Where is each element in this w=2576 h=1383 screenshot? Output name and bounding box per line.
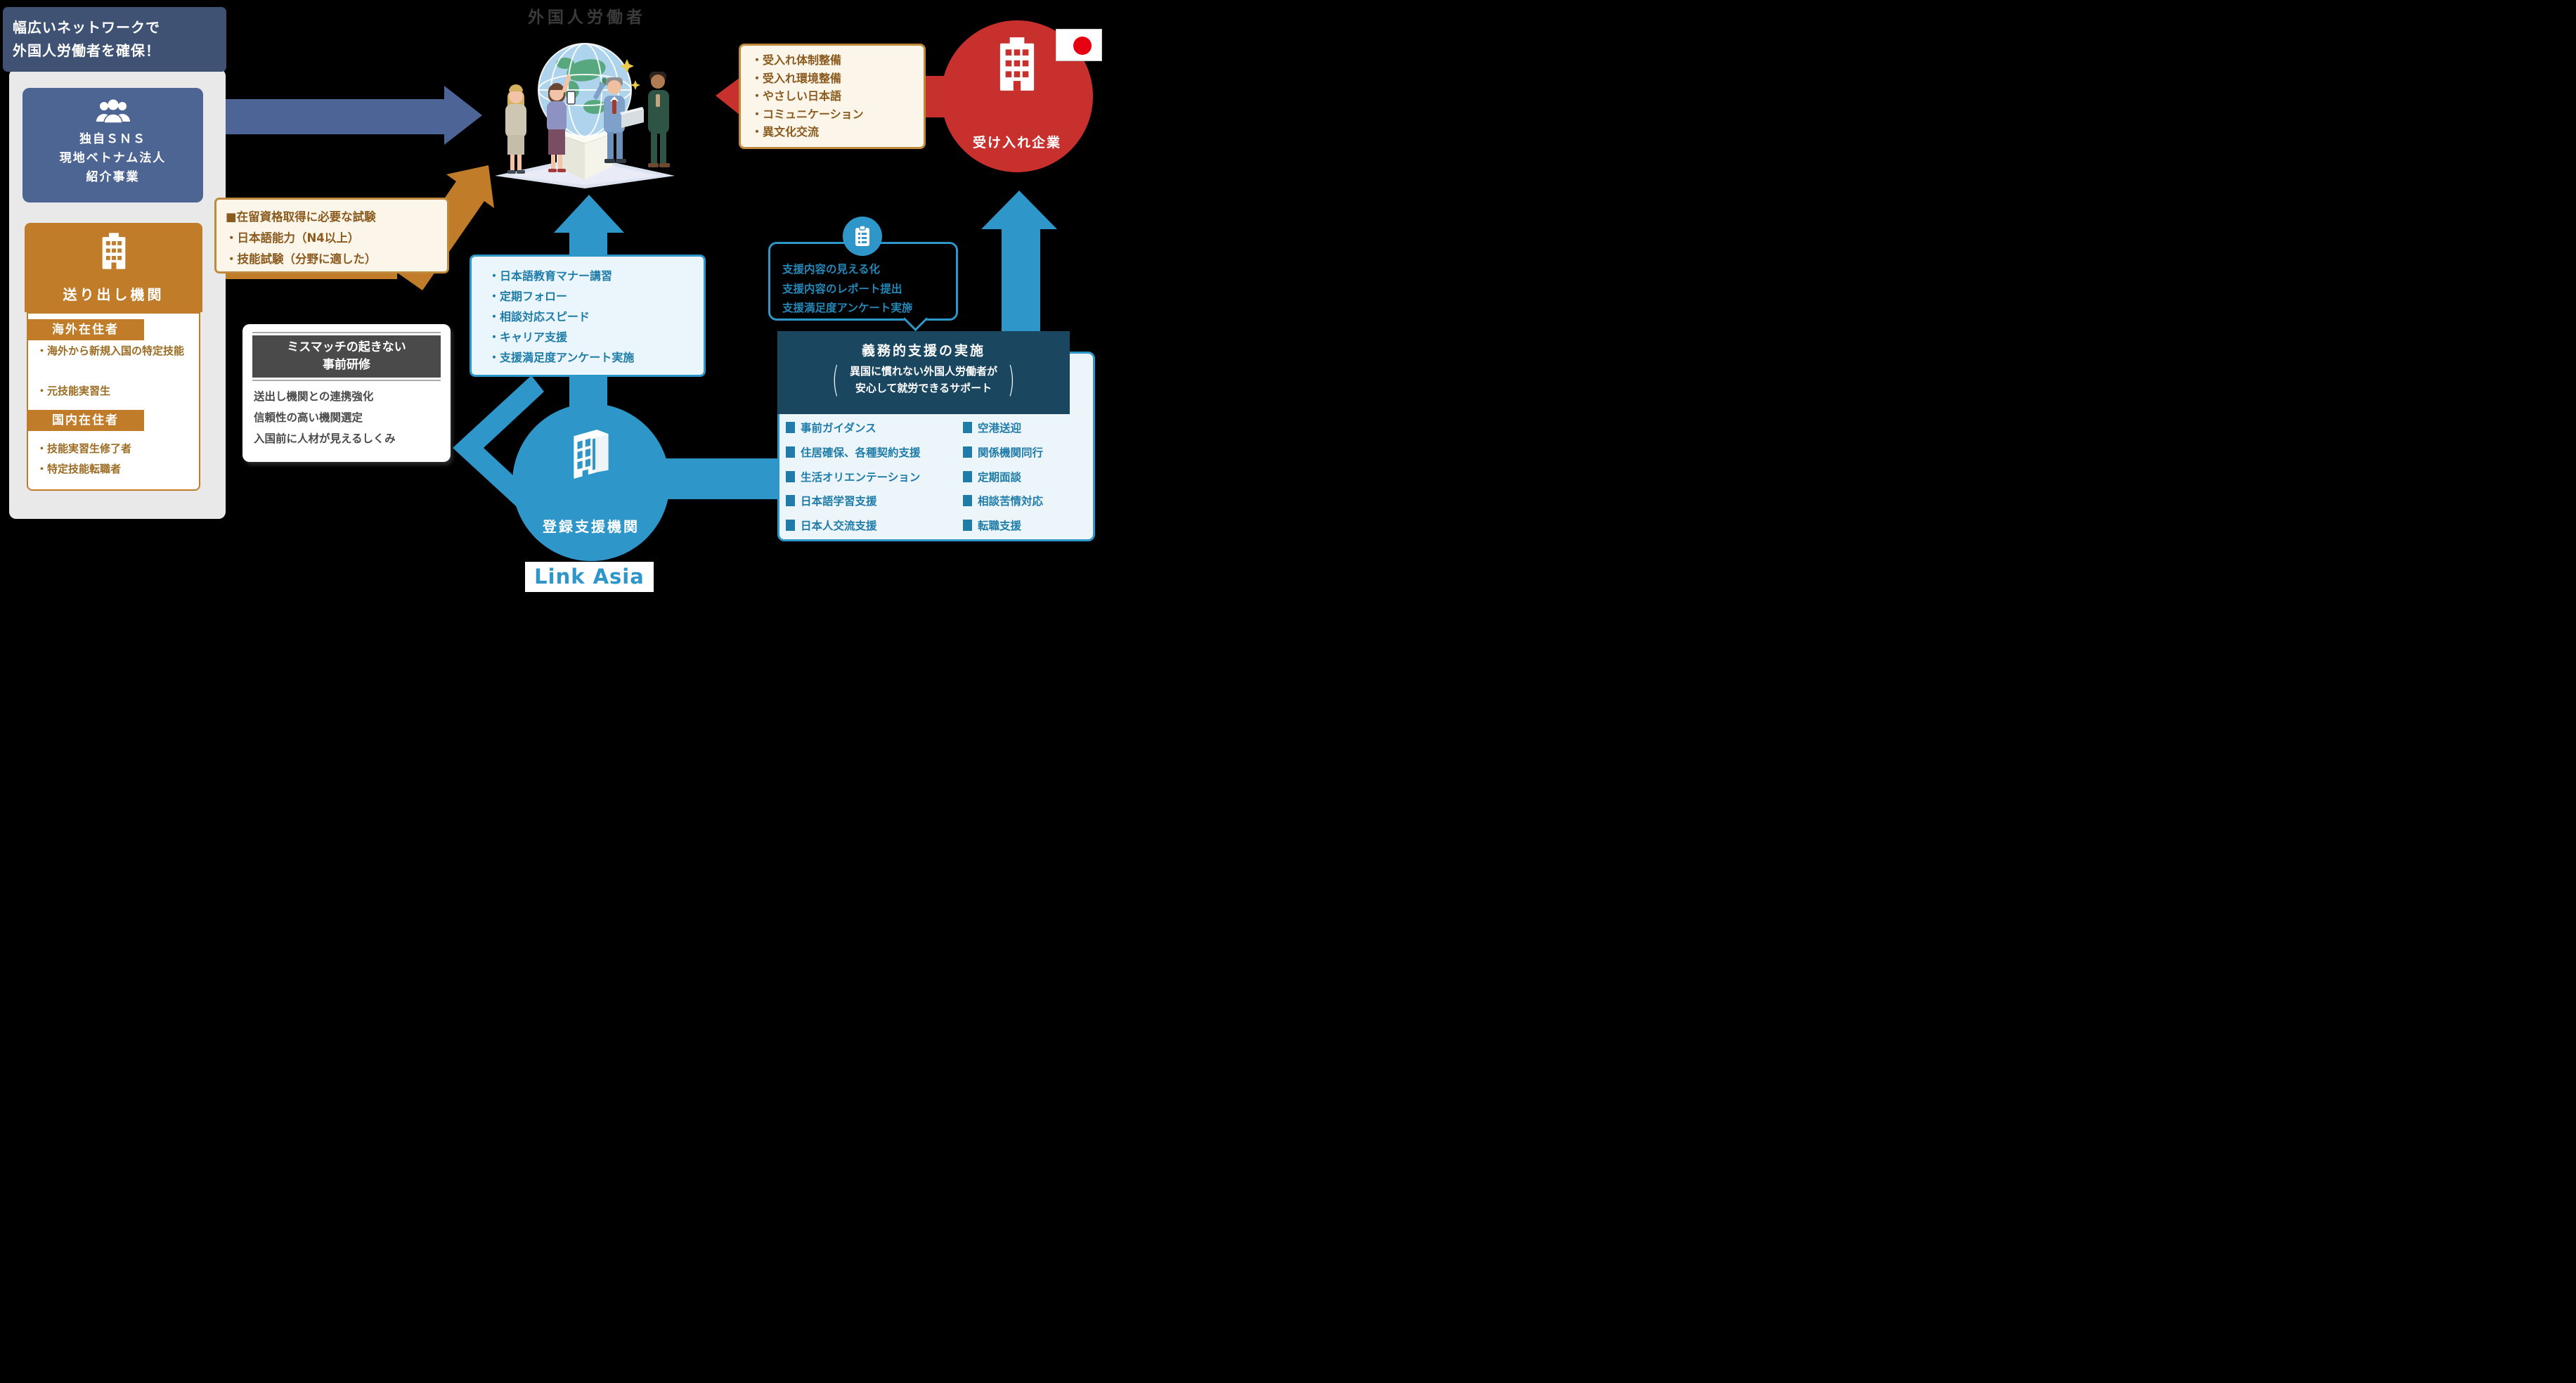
square-bullet-icon [786,470,795,482]
pre-training-title: ミスマッチの起きない 事前研修 [252,335,441,378]
mandatory-support-header-box: 義務的支援の実施 ( 異国に慣れない外国人労働者が 安心して就労できるサポート … [777,331,1070,414]
domestic-item-1: ・技能実習生修了者 [37,442,132,455]
pre-training-title-line1: ミスマッチの起きない [287,340,406,354]
acceptance-item-5: ・異文化交流 [751,125,820,139]
person-blue-suit-man [593,77,644,163]
sns-line2: 現地ベトナム法人 [59,151,167,165]
person-blonde-woman [505,84,526,174]
square-bullet-icon [786,446,795,458]
support-quality-4: ・キャリア支援 [488,330,568,344]
domestic-item-2: ・特定技能転職者 [37,463,122,475]
right-connector-bar [654,458,782,499]
paren-open: ( [832,359,840,400]
blue-right-arrow [200,86,482,145]
support-quality-1: ・日本語教育マナー講習 [488,269,613,283]
sending-organization-label: 送り出し機関 [63,286,164,303]
overseas-item-1: ・海外から新規入国の特定技能 [37,345,185,357]
clipboard-icon [843,217,882,256]
accepting-company-label: 受け入れ企業 [972,135,1061,150]
person-green-suit-man [648,72,670,167]
support-item: 日本語学習支援 [801,495,877,508]
sns-line1: 独自ＳＮＳ [79,132,146,146]
foreign-workers-illustration [495,43,675,188]
domestic-header: 国内在住者 [27,410,144,431]
accepting-company-circle: 受け入れ企業 [941,20,1093,172]
building-icon [25,233,202,272]
japan-flag-icon [1056,29,1102,61]
overseas-item-2: ・元技能実習生 [37,385,111,397]
support-item: 住居確保、各種契約支援 [801,446,921,460]
support-item: 関係機関同行 [978,446,1044,460]
support-item: 転職支援 [978,520,1022,533]
support-row: 日本語学習支援 相談苦情対応 [786,489,1092,513]
square-bullet-icon [963,446,972,458]
acceptance-item-4: ・コミュニケーション [751,107,864,121]
exam-line2: ・日本語能力（N4以上） [226,231,360,245]
acceptance-item-1: ・受入れ体制整備 [751,53,842,67]
support-item: 日本人交流支援 [801,520,877,533]
transparency-bubble: 支援内容の見える化 支援内容のレポート提出 支援満足度アンケート実施 [768,242,958,321]
support-row: 住居確保、各種契約支援 関係機関同行 [786,440,1092,465]
paren-close: ) [1007,359,1015,400]
company-building-icon [941,37,1093,94]
transparency-line3: 支援満足度アンケート実施 [782,302,913,314]
infographic-canvas: 幅広いネットワークで 外国人労働者を確保！ 独自ＳＮＳ 現地ベトナム法人 紹介事… [0,0,1102,592]
registered-support-organization-circle: 登録支援機関 [512,404,670,561]
transparency-line2: 支援内容のレポート提出 [782,282,902,295]
acceptance-item-3: ・やさしい日本語 [751,89,842,103]
exam-line1: ■在留資格取得に必要な試験 [226,210,376,224]
page-title: 外国人労働者 [528,8,646,27]
square-bullet-icon [786,422,795,434]
banner-line2: 外国人労働者を確保！ [13,42,160,59]
support-item: 定期面談 [978,470,1022,484]
pre-training-body-1: 送出し機関との連携強化 [254,390,374,403]
registered-support-organization-label: 登録支援機関 [543,518,640,535]
acceptance-item-2: ・受入れ環境整備 [751,71,842,85]
square-bullet-icon [963,495,972,507]
mandatory-support-sub2: 安心して就労できるサポート [855,382,992,394]
pre-training-box: ミスマッチの起きない 事前研修 送出し機関との連携強化 信頼性の高い機関選定 入… [242,324,451,462]
support-item: 事前ガイダンス [801,422,876,435]
pre-training-body-2: 信頼性の高い機関選定 [254,411,363,424]
support-items-grid: 事前ガイダンス 空港送迎 住居確保、各種契約支援 関係機関同行 生活オリエンテー… [786,416,1092,537]
support-item: 生活オリエンテーション [801,470,921,484]
worker-categories-box [27,312,200,491]
network-banner: 幅広いネットワークで 外国人労働者を確保！ [3,7,226,72]
sns-box: 独自ＳＮＳ 現地ベトナム法人 紹介事業 [22,88,203,202]
support-quality-2: ・定期フォロー [488,290,568,303]
right-up-arrow [981,191,1057,352]
overseas-header: 海外在住者 [27,319,144,340]
people-group-icon [22,99,203,127]
exam-requirements-box: ■在留資格取得に必要な試験 ・日本語能力（N4以上） ・技能試験（分野に適した） [214,198,449,274]
support-row: 日本人交流支援 転職支援 [786,513,1092,538]
pre-training-body-3: 入国前に人材が見えるしくみ [254,432,396,445]
transparency-line1: 支援内容の見える化 [782,263,881,276]
square-bullet-icon [786,520,795,532]
sending-organization-box: 送り出し機関 [25,223,202,312]
support-item: 空港送迎 [978,422,1022,435]
support-row: 生活オリエンテーション 定期面談 [786,464,1092,489]
exam-line3: ・技能試験（分野に適した） [226,252,377,266]
mandatory-support-title: 義務的支援の実施 [861,343,985,359]
sns-line3: 紹介事業 [86,170,140,184]
pre-training-title-line2: 事前研修 [323,358,370,372]
brand-logo: Link Asia [525,562,654,592]
support-quality-3: ・相談対応スピード [488,310,590,323]
support-item: 相談苦情対応 [978,495,1044,508]
square-bullet-icon [963,470,972,482]
square-bullet-icon [963,422,972,434]
square-bullet-icon [786,495,795,507]
mandatory-support-sub1: 異国に慣れない外国人労働者が [849,365,997,378]
person-phone-woman [547,75,576,172]
japan-flag-disc [1073,37,1092,55]
acceptance-preparation-box: ・受入れ体制整備 ・受入れ環境整備 ・やさしい日本語 ・コミュニケーション ・異… [739,44,926,149]
banner-line1: 幅広いネットワークで [13,19,160,36]
support-quality-box: ・日本語教育マナー講習 ・定期フォロー ・相談対応スピード ・キャリア支援 ・支… [470,255,706,377]
rule-top [252,332,441,333]
support-row: 事前ガイダンス 空港送迎 [786,416,1092,440]
support-quality-5: ・支援満足度アンケート実施 [488,351,635,364]
building-3d-icon [512,426,670,485]
rule-bottom [252,380,441,381]
square-bullet-icon [963,520,972,532]
